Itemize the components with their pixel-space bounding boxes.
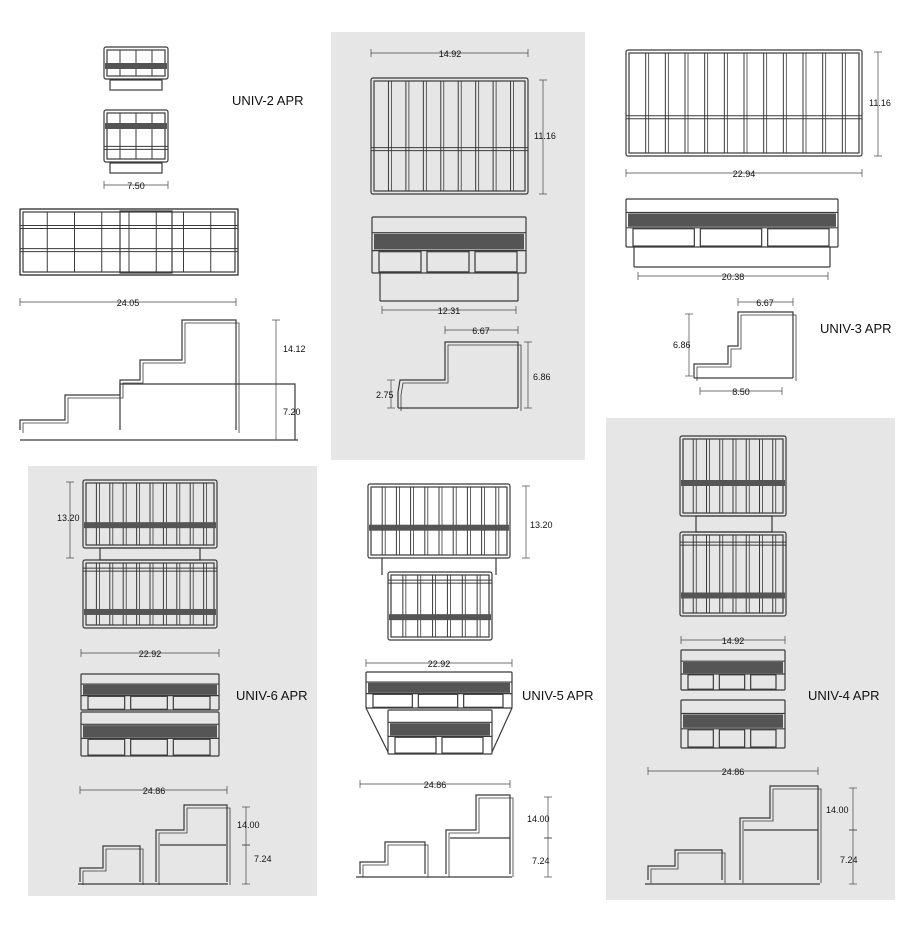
univ-4-low-height-dim — [849, 829, 857, 885]
panel-univ-6 — [28, 466, 317, 896]
center-height-dim — [539, 79, 547, 195]
univ-6-width-dim — [80, 649, 220, 657]
univ-2-title: UNIV-2 APR — [232, 93, 304, 108]
univ-2-low-height-dim — [272, 383, 280, 441]
univ-4-length-dim — [647, 767, 819, 775]
univ-6-front-view — [80, 673, 220, 757]
univ-3-side-height-dim — [685, 313, 693, 377]
center-base-width-dim — [381, 306, 517, 314]
univ-2-side-view — [19, 319, 298, 441]
dimension-label: 14.00 — [527, 814, 550, 824]
univ-2-height-dim — [272, 319, 280, 385]
dimension-label: 24.86 — [424, 780, 447, 790]
dimension-label: 7.24 — [840, 855, 858, 865]
univ-4-top-view — [679, 435, 787, 617]
univ-5-low-height-dim — [544, 837, 552, 878]
center-front-view — [371, 216, 527, 302]
center-width-dim — [370, 49, 529, 57]
center-side-view — [397, 341, 522, 411]
univ-5-height-dim — [522, 485, 530, 559]
dimension-label: 6.86 — [673, 340, 691, 350]
univ-5-top-view — [367, 483, 511, 641]
center-step-height-dim — [387, 379, 395, 409]
dimension-label: 20.38 — [722, 272, 745, 282]
univ-2-width-dim — [103, 181, 169, 189]
univ-3-side-view — [693, 311, 797, 381]
univ-2-front-view — [19, 208, 239, 276]
dimension-label: 8.50 — [732, 387, 750, 397]
dimension-label: 13.20 — [57, 513, 80, 523]
center-top-view — [370, 77, 529, 195]
dimension-label: 22.92 — [139, 649, 162, 659]
dimension-label: 13.20 — [530, 520, 553, 530]
univ-2-top-view — [103, 46, 169, 174]
dimension-label: 14.92 — [439, 49, 462, 59]
dimension-label: 7.24 — [532, 856, 550, 866]
dimension-label: 14.00 — [237, 820, 260, 830]
univ-3-top-depth-dim — [737, 298, 794, 306]
univ-3-length-dim — [625, 169, 863, 177]
dimension-label: 6.67 — [472, 326, 490, 336]
univ-5-title: UNIV-5 APR — [522, 688, 594, 703]
center-top-depth-dim — [444, 326, 519, 334]
dimension-label: 11.16 — [869, 98, 891, 108]
univ-6-title: UNIV-6 APR — [236, 688, 308, 703]
univ-5-width-dim — [365, 659, 513, 667]
univ-3-top-view — [625, 49, 863, 157]
dimension-label: 14.12 — [283, 344, 306, 354]
univ-6-top-view — [82, 479, 218, 629]
univ-4-width-dim — [680, 636, 786, 644]
univ-3-height-dim — [874, 51, 882, 157]
univ-3-base-depth-dim — [699, 387, 783, 395]
dimension-label: 24.05 — [117, 298, 140, 308]
univ-6-side-view — [78, 804, 231, 885]
center-side-height-dim — [524, 341, 532, 409]
dimension-label: 14.92 — [722, 636, 745, 646]
dimension-label: 22.94 — [733, 169, 756, 179]
dimension-label: 24.86 — [722, 767, 745, 777]
dimension-label: 6.67 — [756, 298, 774, 308]
univ-2-length-dim — [19, 298, 237, 306]
univ-4-title: UNIV-4 APR — [808, 688, 880, 703]
univ-3-base-width-dim — [637, 272, 829, 280]
univ-5-front-view — [365, 671, 513, 755]
panel-univ-4 — [606, 418, 895, 900]
drawings — [19, 46, 882, 885]
univ-6-length-dim — [79, 786, 228, 794]
univ-6-height-dim — [66, 481, 74, 559]
dimension-label: 7.20 — [283, 407, 301, 417]
dimension-label: 6.86 — [533, 372, 551, 382]
dimension-label: 11.16 — [534, 131, 556, 141]
dimension-label: 14.00 — [826, 805, 849, 815]
dimension-label: 24.86 — [143, 786, 166, 796]
univ-5-side-view — [356, 794, 514, 878]
dimension-label: 2.75 — [376, 390, 394, 400]
univ-3-front-view — [625, 198, 839, 268]
dimension-label: 22.92 — [428, 659, 451, 669]
univ-6-low-height-dim — [242, 844, 250, 885]
univ-5-length-dim — [359, 780, 511, 788]
dimension-label: 7.50 — [127, 181, 145, 191]
univ-4-side-view — [645, 785, 822, 885]
univ-3-title: UNIV-3 APR — [820, 321, 892, 336]
labels: 7.50 24.05 14.12 7.20 UNIV-2 APR 14.92 11.16 12… — [57, 49, 892, 866]
dimension-label: 7.24 — [254, 854, 272, 864]
univ-4-front-view — [680, 649, 786, 749]
dimension-label: 12.31 — [438, 306, 461, 316]
